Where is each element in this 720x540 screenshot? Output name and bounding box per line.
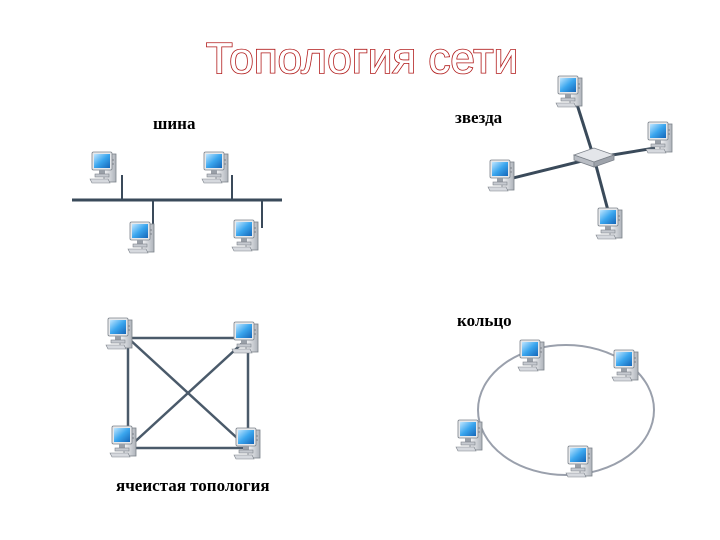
computer-icon — [231, 219, 259, 252]
slide-title: Топология сети — [206, 34, 518, 83]
computer-icon — [89, 151, 117, 184]
computer-icon — [517, 339, 545, 372]
computer-icon — [105, 317, 133, 350]
computer-icon — [595, 207, 623, 240]
ring-topology — [455, 339, 655, 478]
ring-link — [477, 344, 655, 476]
computer-icon — [555, 75, 583, 108]
star-topology — [487, 75, 673, 240]
star-link — [573, 97, 596, 159]
computer-icon — [233, 427, 261, 460]
computer-icon — [455, 419, 483, 452]
computer-icon — [565, 445, 593, 478]
label-star: звезда — [455, 108, 503, 127]
mesh-topology — [105, 317, 261, 460]
computer-icon — [487, 159, 515, 192]
computer-icon — [611, 349, 639, 382]
computer-icon — [109, 425, 137, 458]
bus-topology — [72, 151, 282, 254]
label-mesh: ячеистая топология — [116, 476, 270, 495]
computer-icon — [201, 151, 229, 184]
label-ring: кольцо — [457, 311, 512, 330]
hub-icon — [572, 147, 616, 168]
computer-icon — [127, 221, 155, 254]
label-bus: шина — [153, 114, 196, 133]
mesh-link — [127, 337, 249, 449]
